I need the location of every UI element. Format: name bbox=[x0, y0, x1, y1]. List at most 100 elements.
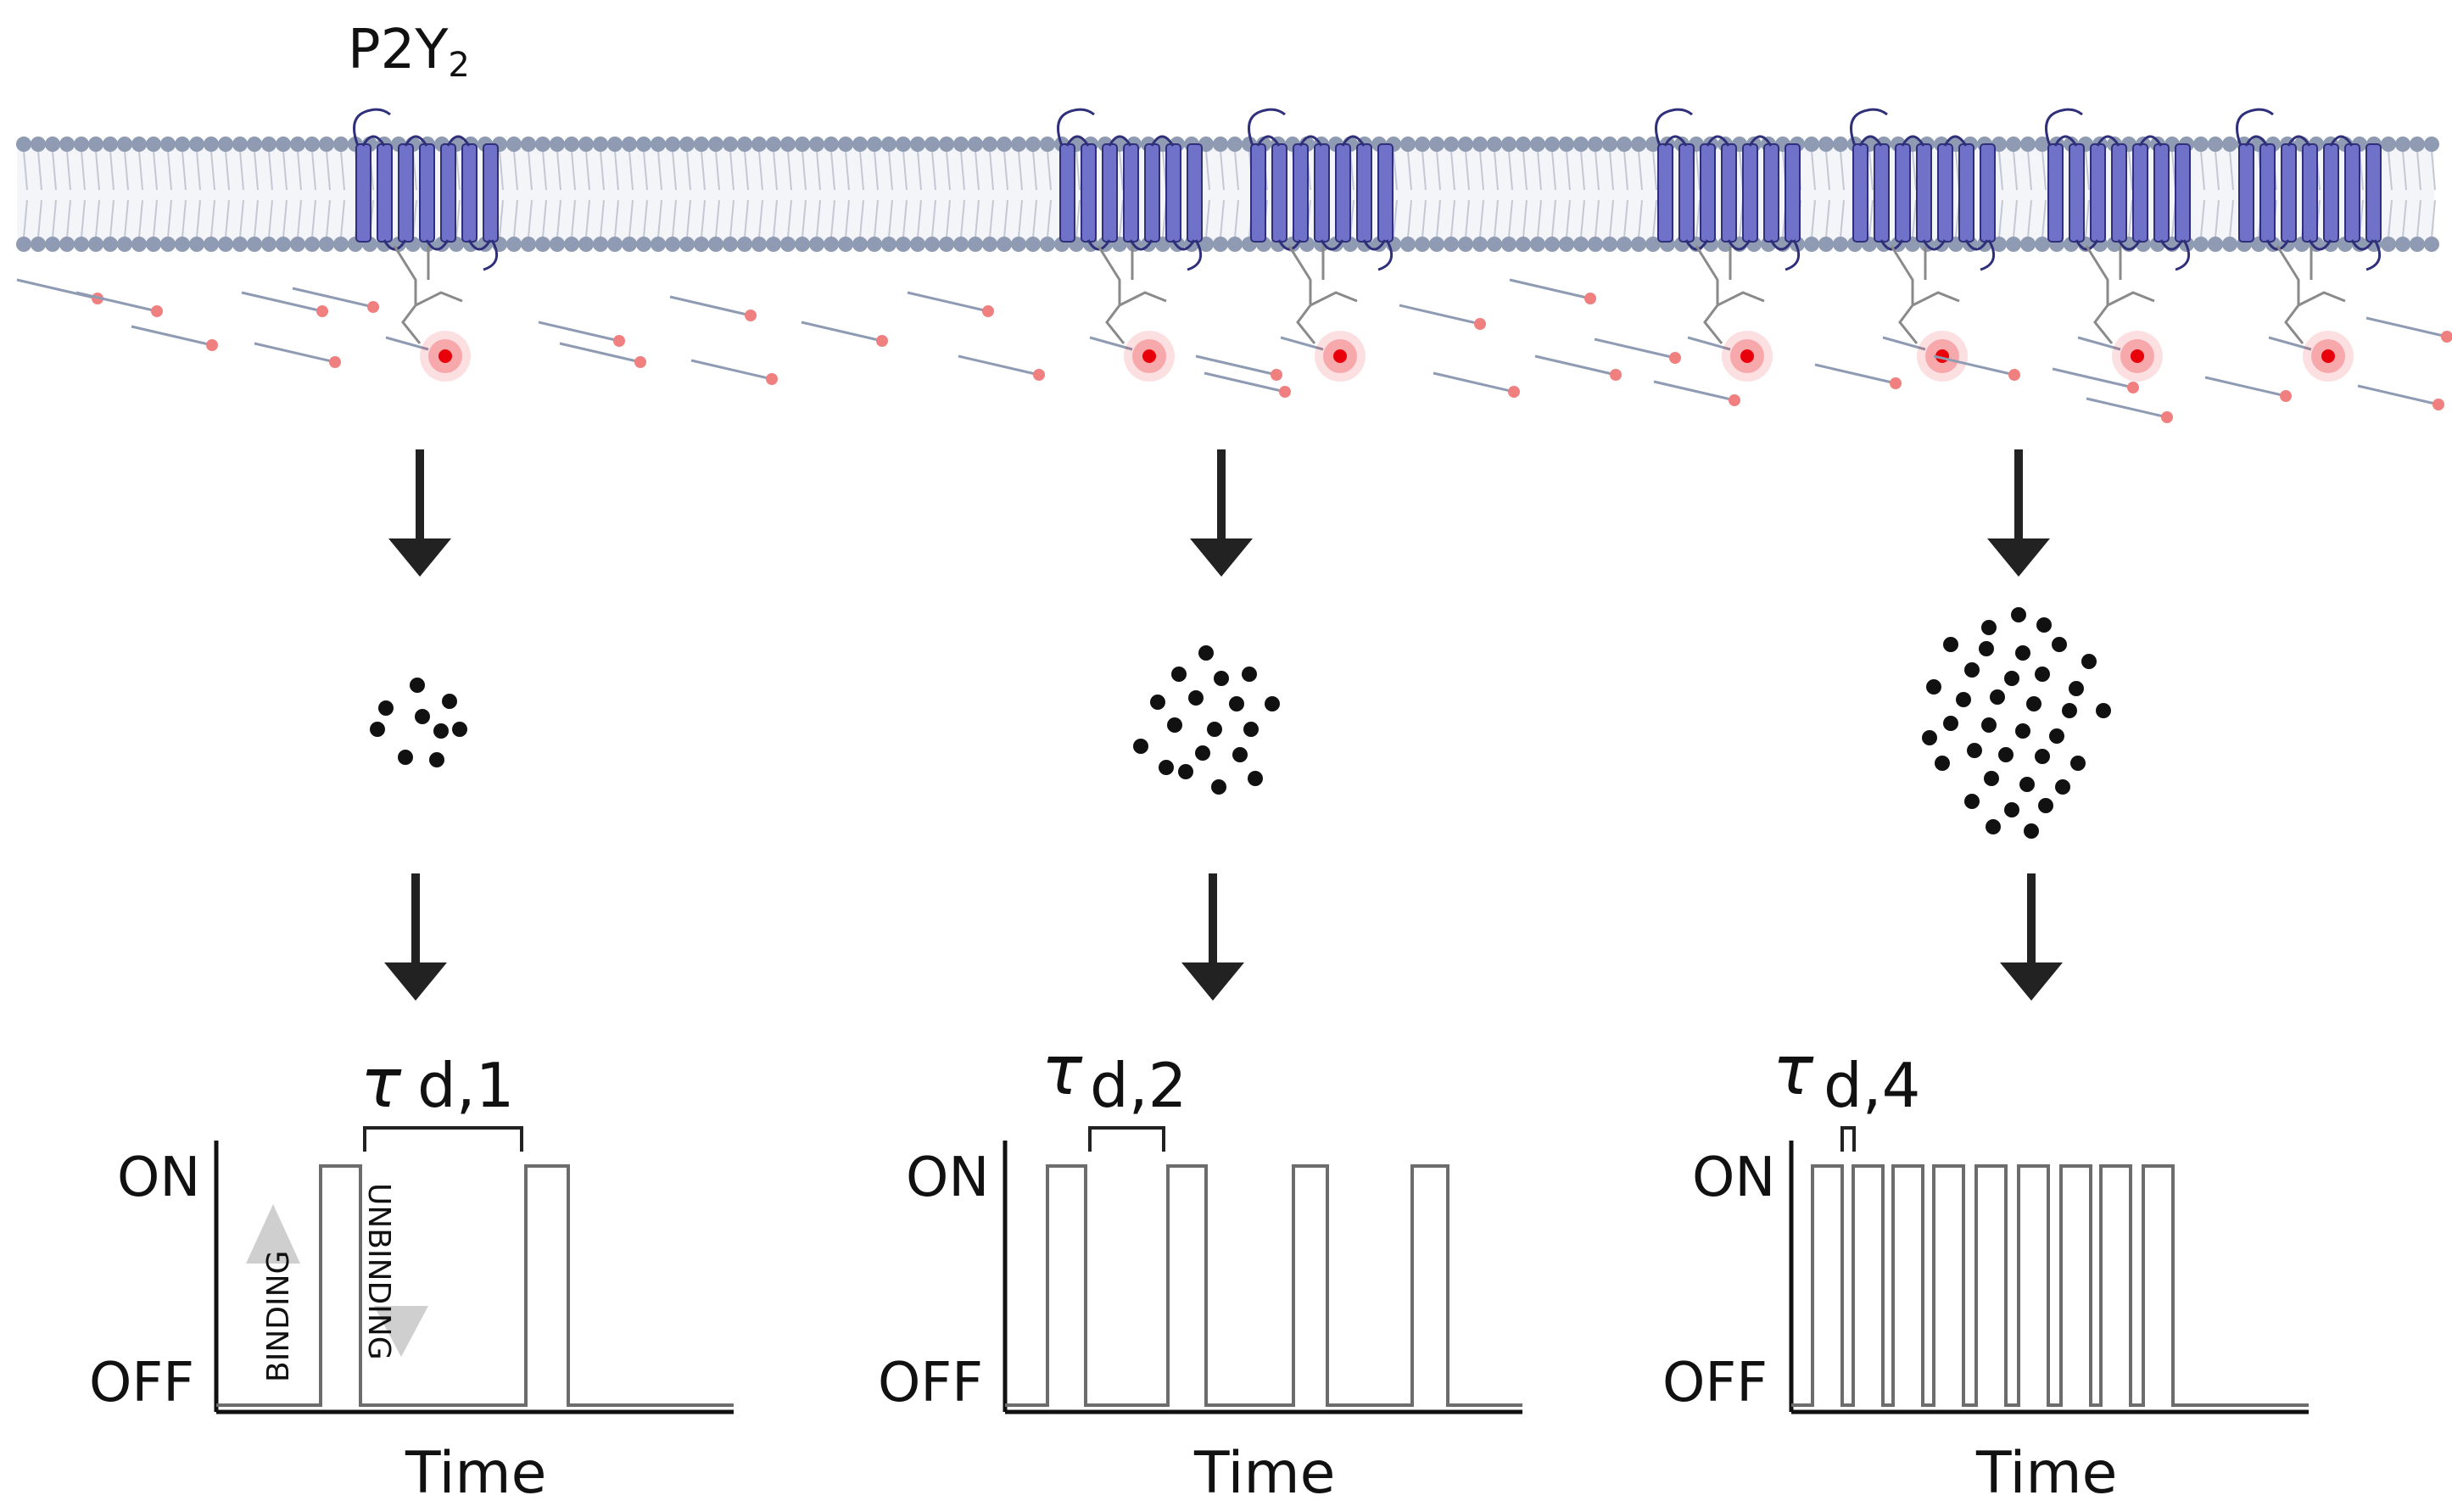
lipid-tail bbox=[672, 150, 677, 191]
lipid-tail bbox=[23, 199, 28, 238]
lipid-head bbox=[1198, 237, 1214, 252]
p2y2-receptor-icon bbox=[1057, 108, 1203, 382]
time-axis-label: Time bbox=[1975, 1440, 2117, 1507]
lipid-head bbox=[997, 237, 1012, 252]
lipid-head bbox=[636, 237, 651, 252]
lipid-tail bbox=[2085, 150, 2090, 191]
lipid-head bbox=[2424, 137, 2439, 152]
cluster-dot bbox=[1229, 696, 1244, 711]
lipid-tail bbox=[1998, 150, 2003, 191]
lipid-head bbox=[1573, 237, 1589, 252]
cluster-dot bbox=[2011, 607, 2026, 622]
cluster-dot bbox=[2038, 798, 2053, 813]
lipid-tail bbox=[109, 199, 115, 238]
lipid-tail bbox=[758, 150, 763, 191]
lipid-tail bbox=[1465, 150, 1470, 191]
lipid-tail bbox=[2041, 150, 2047, 191]
lipid-tail bbox=[1018, 150, 1023, 191]
lipid-head bbox=[939, 237, 954, 252]
helix-loop bbox=[2138, 135, 2163, 147]
lipid-head bbox=[795, 237, 810, 252]
lipid-tail bbox=[917, 150, 922, 191]
lipid-head bbox=[160, 237, 176, 252]
lipid-head bbox=[1472, 237, 1488, 252]
transmembrane-helix bbox=[1081, 143, 1097, 243]
ligand-stick bbox=[1814, 363, 1896, 385]
binding-arrow-icon bbox=[246, 1204, 300, 1264]
ligand-stick bbox=[1687, 336, 1731, 351]
cluster-dot bbox=[2036, 617, 2052, 633]
ligand-stick bbox=[559, 342, 641, 364]
lipid-tail bbox=[311, 150, 316, 191]
lipid-tail bbox=[2388, 150, 2393, 191]
lipid-head bbox=[59, 237, 75, 252]
lipid-tail bbox=[1465, 199, 1470, 238]
helix-loop bbox=[1277, 239, 1302, 251]
c-terminus bbox=[2175, 239, 2191, 271]
lipid-tail bbox=[499, 199, 504, 238]
cluster-group bbox=[370, 607, 2111, 839]
lipid-tail bbox=[744, 199, 749, 238]
lipid-tail bbox=[845, 150, 850, 191]
cluster-dot bbox=[1964, 794, 1980, 809]
transmembrane-helix bbox=[2175, 143, 2191, 243]
ligand-stick bbox=[385, 336, 429, 351]
lipid-tail bbox=[196, 150, 201, 191]
lipid-head bbox=[521, 137, 536, 152]
lipid-head bbox=[852, 137, 868, 152]
cluster-dot bbox=[2035, 749, 2050, 764]
panel-2: τ d,2 ON OFF Time bbox=[878, 1031, 1335, 1507]
ligand-stick bbox=[292, 287, 374, 309]
helix-loop bbox=[467, 239, 492, 251]
helix-loop bbox=[1256, 135, 1281, 147]
helix-loop bbox=[1879, 239, 1904, 251]
ligand-stick bbox=[1195, 354, 1277, 377]
free-ligand-icon bbox=[1474, 318, 1486, 330]
ligand-stick bbox=[2204, 376, 2287, 398]
lipid-head bbox=[319, 137, 334, 152]
lipid-tail bbox=[210, 150, 215, 191]
helix-loop bbox=[1320, 239, 1344, 251]
dwell-time-bracket bbox=[363, 1126, 523, 1152]
cluster-dot bbox=[2004, 802, 2019, 817]
on-label: ON bbox=[1692, 1147, 1775, 1209]
receptor-label: P2Y2 bbox=[348, 19, 470, 85]
lipid-head bbox=[824, 137, 839, 152]
n-terminus bbox=[1248, 108, 1286, 147]
free-ligand-icon bbox=[982, 305, 994, 317]
helix-loop bbox=[2159, 239, 2184, 251]
lipid-tail bbox=[715, 199, 720, 238]
lipid-tail bbox=[23, 150, 28, 191]
lipid-tail bbox=[81, 199, 86, 238]
helix-loop bbox=[1663, 135, 1688, 147]
lipid-tail bbox=[2128, 150, 2133, 191]
lipid-tail bbox=[1234, 199, 1239, 238]
lipid-tail bbox=[1450, 199, 1455, 238]
lipid-head bbox=[881, 237, 896, 252]
lipid-head bbox=[679, 137, 695, 152]
lipid-head bbox=[2006, 237, 2021, 252]
lipid-head bbox=[622, 137, 637, 152]
transmembrane-helix bbox=[1763, 143, 1779, 243]
lipid-tail bbox=[686, 199, 691, 238]
lipid-head bbox=[997, 137, 1012, 152]
free-ligand-icon bbox=[1033, 369, 1045, 381]
helix-loop bbox=[2096, 135, 2120, 147]
lipid-tail bbox=[1205, 199, 1210, 238]
lipid-head bbox=[103, 237, 118, 252]
tau-subscript: d,1 bbox=[417, 1050, 514, 1121]
n-terminus bbox=[1057, 108, 1095, 147]
helix-loop bbox=[2117, 239, 2142, 251]
ligand-stick bbox=[1204, 371, 1286, 393]
c-terminus bbox=[2365, 239, 2382, 271]
lipid-tail bbox=[2215, 199, 2220, 238]
transmembrane-helix bbox=[1356, 143, 1372, 243]
lipid-tail bbox=[1479, 199, 1484, 238]
lipid-tail bbox=[2229, 199, 2234, 238]
lipid-head bbox=[953, 137, 969, 152]
cluster-dot bbox=[370, 722, 385, 737]
lipid-tail bbox=[657, 150, 662, 191]
lipid-head bbox=[1011, 137, 1026, 152]
lipid-head bbox=[59, 137, 75, 152]
